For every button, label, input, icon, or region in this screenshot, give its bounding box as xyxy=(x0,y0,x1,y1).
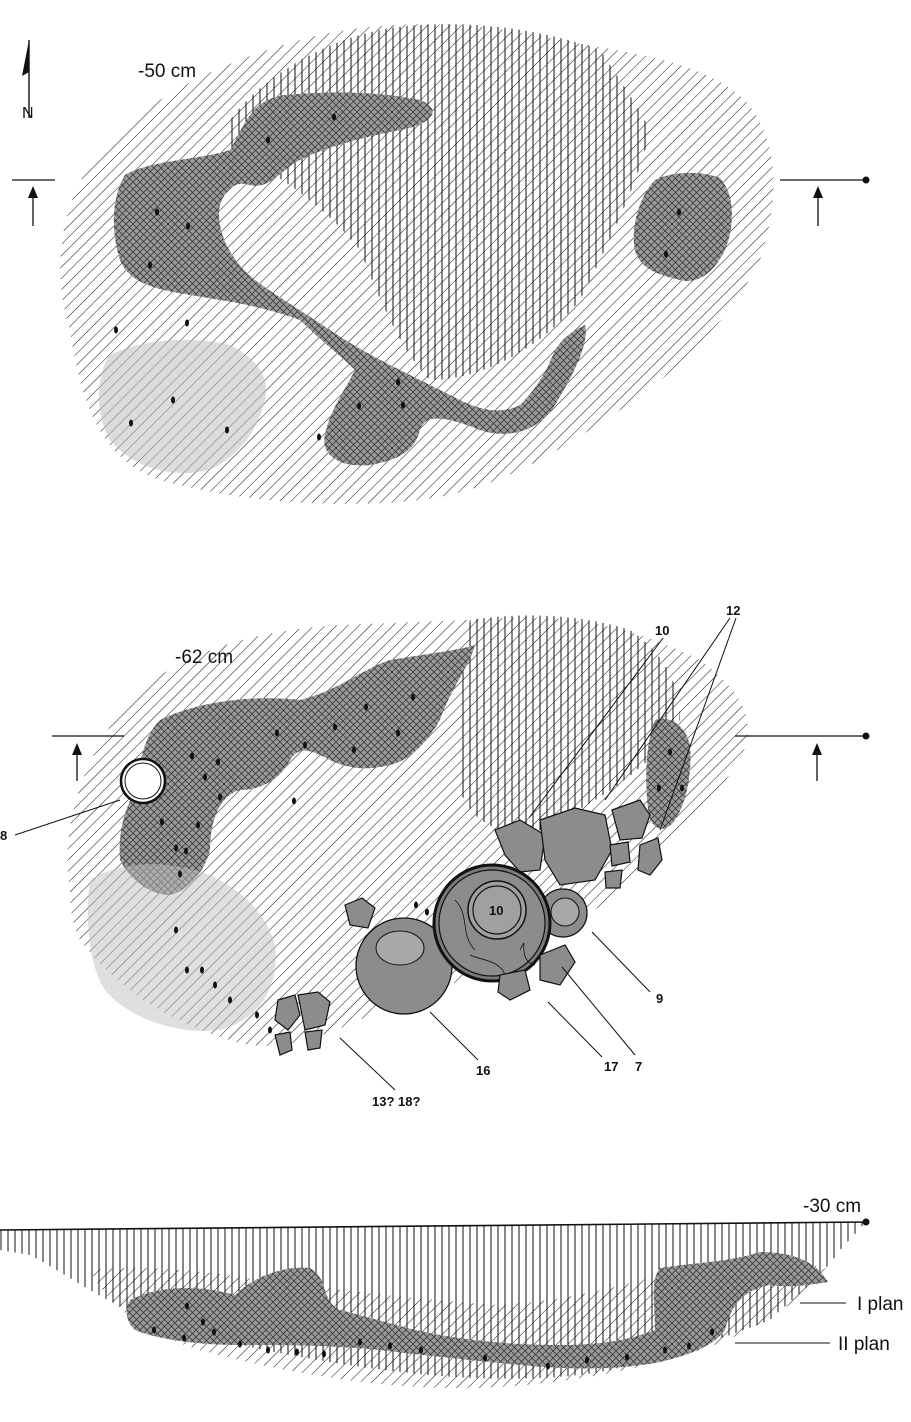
lower-dark-feature-east xyxy=(646,718,691,829)
find-7-central-vessel xyxy=(432,863,552,983)
section-depth-label: -30 cm xyxy=(803,1196,861,1217)
section-dark-layer xyxy=(126,1252,829,1369)
upper-post-holes xyxy=(114,113,681,441)
find-label-10-top: 10 xyxy=(655,623,669,638)
north-label: N xyxy=(22,105,34,122)
section-profile: -30 cm I plan II plan xyxy=(0,1196,903,1389)
find-label-16: 16 xyxy=(476,1063,490,1078)
upper-section-marker-east xyxy=(780,176,870,226)
upper-depth-label: -50 cm xyxy=(138,61,196,82)
north-arrow: N xyxy=(22,40,34,122)
find-label-8: 8 xyxy=(0,828,7,843)
lower-depth-label: -62 cm xyxy=(175,647,233,668)
find-label-17: 17 xyxy=(604,1059,618,1074)
upper-light-feature-southwest xyxy=(98,339,267,474)
find-8-ring xyxy=(119,757,167,805)
find-17-fragments xyxy=(497,944,576,1001)
find-vessel-fragments-north xyxy=(494,799,663,889)
upper-section-marker-west xyxy=(12,179,55,226)
upper-plan: N -50 cm xyxy=(12,24,870,504)
lower-dark-feature-west xyxy=(119,645,475,895)
section-level-2-label: II plan xyxy=(838,1334,890,1355)
find-label-12: 12 xyxy=(726,603,740,618)
find-13-18-fragments xyxy=(274,991,331,1056)
section-post-holes xyxy=(152,1302,714,1370)
find-16-large-vessel xyxy=(344,897,453,1015)
lower-post-holes xyxy=(160,693,684,1034)
lower-plan: -62 cm 10 12 8 10 9 16 17 7 13? 18? xyxy=(0,603,870,1109)
upper-dark-feature-west xyxy=(113,92,586,466)
section-level-1-label: I plan xyxy=(857,1294,903,1315)
find-label-13-18: 13? 18? xyxy=(372,1094,420,1109)
find-label-7: 7 xyxy=(635,1059,642,1074)
lower-light-feature-south xyxy=(87,864,276,1031)
find-label-10-center: 10 xyxy=(489,903,503,918)
lower-section-marker-west xyxy=(52,735,124,781)
find-label-9: 9 xyxy=(656,991,663,1006)
find-leader-lines xyxy=(14,617,737,1091)
upper-dark-feature-east xyxy=(633,172,732,281)
lower-section-marker-east xyxy=(735,732,870,781)
lower-pit-vertical-fill xyxy=(458,615,680,833)
